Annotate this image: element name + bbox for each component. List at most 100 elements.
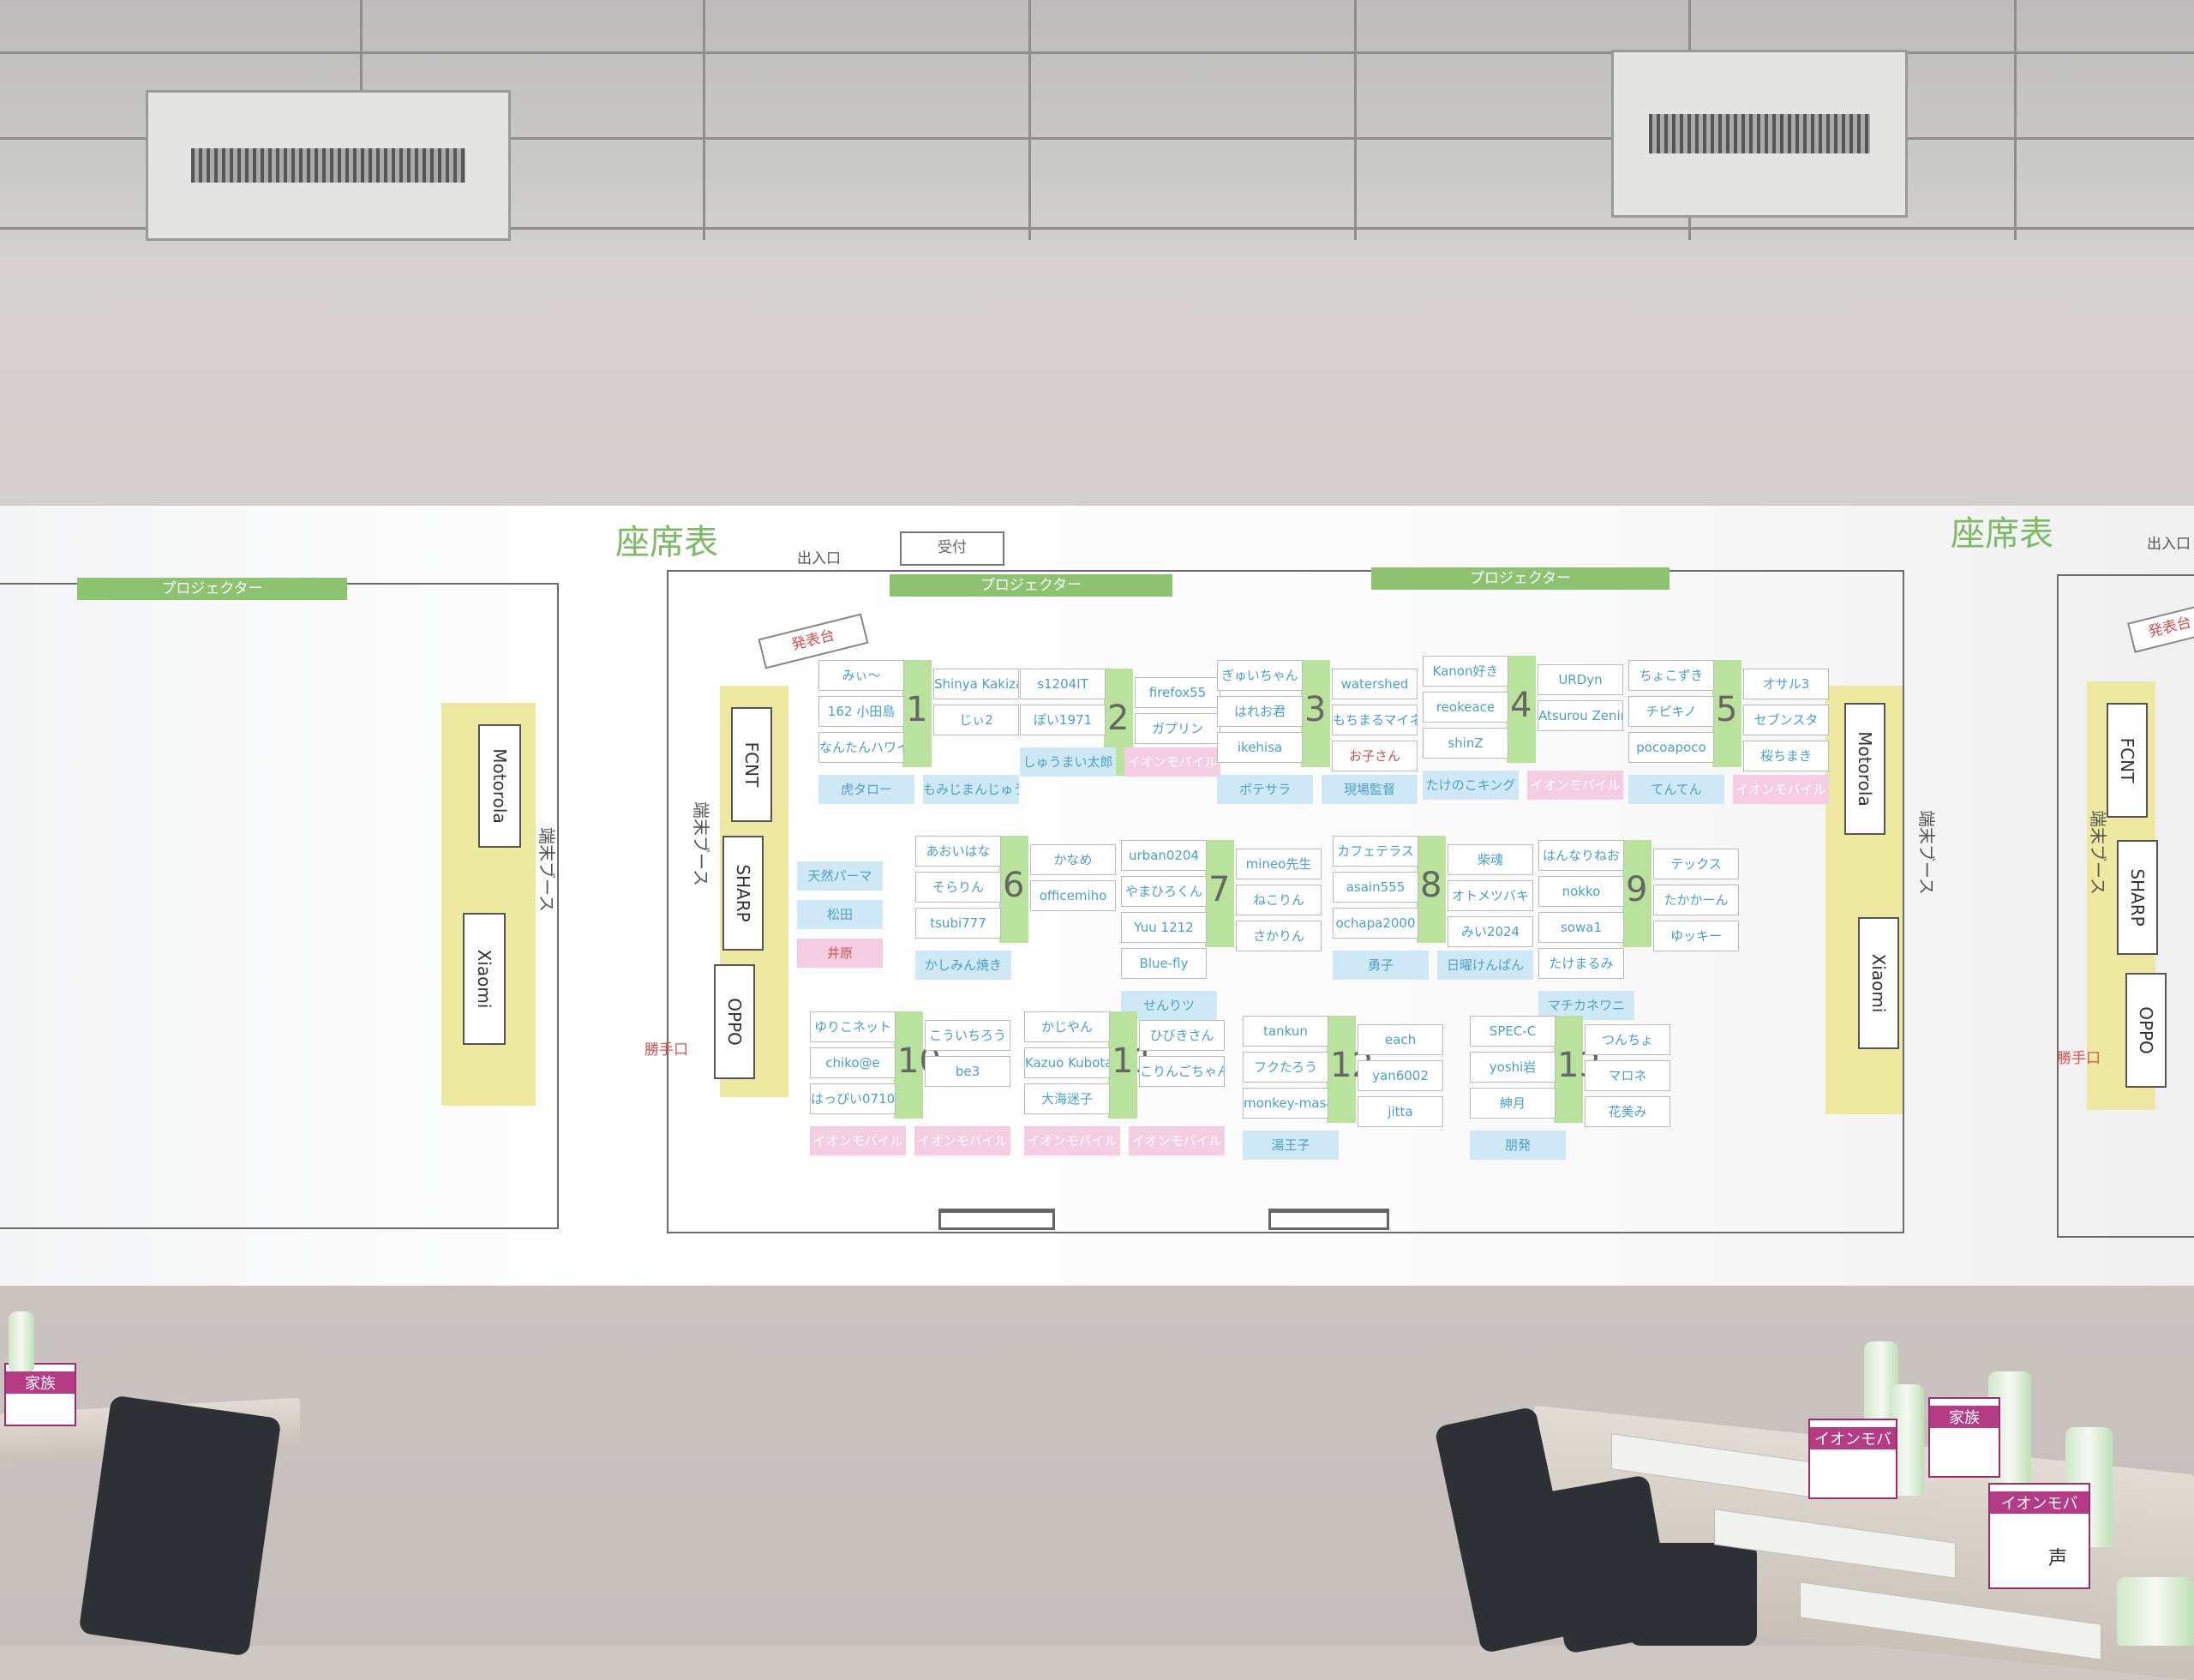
slide-title: 座席表 [1951,514,2053,554]
seat-name: reokeace [1423,692,1508,723]
table-surface [1712,660,1741,767]
seat-name: かなめ [1030,844,1116,875]
seat-name: 162 小田島 [818,696,904,727]
table-number: 5 [1716,690,1738,729]
carrier-box: SHARP [2117,840,2158,955]
seat-name: jitta [1358,1096,1443,1127]
seat-name: yoshi岩 [1470,1052,1556,1083]
seat-name: ガプリン [1135,713,1220,744]
seat-name: オトメツバキ [1448,880,1533,911]
seat-name: オサル3 [1743,669,1829,699]
seat-name: ひびきさん [1139,1020,1225,1051]
ceiling [0,0,2194,257]
table-number: 9 [1626,870,1648,909]
seat-tag: イオンモバイル [1024,1126,1120,1155]
table-number: 6 [1003,866,1025,905]
seat-tag: 湯王子 [1243,1131,1339,1160]
table-surface [1622,840,1651,947]
seat-tag: 虎タロー [818,775,914,804]
seat-name: ぎゅいちゃん [1217,660,1303,691]
carrier-box: FCNT [2107,703,2148,818]
seat-name: Kazuo Kubota [1024,1047,1110,1078]
seat-name: こういちろう [925,1020,1010,1051]
seat-name: ぽい1971 [1020,705,1106,735]
seat-tag: イオンモバイル [810,1126,906,1155]
seat-tag: イオンモバイル [1527,771,1623,800]
chair [78,1395,282,1657]
seat-name: たかかーん [1653,885,1739,915]
carrier-box: Xiaomi [1858,917,1899,1049]
seat-name: monkey-masa [1243,1088,1328,1119]
seat-name: URDyn [1538,664,1623,695]
entrance-label: 出入口 [2147,536,2191,553]
seat-name: SPEC-C [1470,1016,1556,1047]
seat-name: officemiho [1030,880,1116,911]
table-number: 7 [1208,870,1231,909]
carrier-box: OPPO [2125,973,2167,1088]
chair [1628,1543,1757,1646]
seat-name: マロネ [1585,1060,1670,1091]
ceiling-grid-line [2014,0,2017,240]
reception-box: 受付 [900,531,1004,566]
seat-name: たけまるみ [1538,948,1624,979]
air-vent [146,90,511,241]
seat-name: じぃ2 [933,705,1019,735]
seat-name: みぃ〜 [818,660,904,691]
seat-name: はんなりねお [1538,840,1624,871]
product-box: 家族 [1928,1397,2000,1478]
table-number: 1 [906,690,928,729]
slide-title: 座席表 [615,523,718,562]
carrier-box: OPPO [714,964,755,1079]
seat-name: ねこりん [1236,885,1322,915]
bottle [2117,1577,2194,1646]
seat-name: 柴魂 [1448,844,1533,875]
seat-name: テックス [1653,849,1739,879]
table-number: 4 [1510,686,1532,725]
seat-name: nokko [1538,876,1624,907]
seating-room-right [2057,574,2194,1238]
seat-name: お子さん [1332,741,1418,771]
seat-name: shinZ [1423,728,1508,759]
seat-name: かじやん [1024,1011,1110,1042]
carrier-box: Motorola [478,724,521,848]
seat-name: はれお君 [1217,696,1303,727]
seat-name: みい2024 [1448,916,1533,947]
seat-name: はっぴい0710 [810,1083,896,1114]
seat-name: そらりん [915,872,1001,903]
device-booth-label: 端末ブース [2088,810,2108,895]
seat-name: each [1358,1024,1443,1055]
ceiling-grid-line [0,137,2194,140]
seat-tag: かしみん焼き [915,951,1011,980]
ceiling-grid-line [1354,0,1357,240]
seat-name: ikehisa [1217,732,1303,763]
seat-name: yan6002 [1358,1060,1443,1091]
staff-tag: 松田 [797,900,883,929]
carrier-box: Xiaomi [463,913,506,1045]
seat-name: Shinya Kakizaki [933,669,1019,699]
seat-name: カフェテラス [1333,836,1418,867]
air-vent [1611,50,1908,218]
seat-tag: イオンモバイル [1124,747,1220,777]
table-number: 3 [1304,690,1327,729]
seat-name: もちまるマイネオ [1332,705,1418,735]
seat-name: あおいはな [915,836,1001,867]
back-door-label: 勝手口 [2057,1050,2101,1067]
projector-bar: プロジェクター [77,578,347,600]
seat-name: Blue-fly [1121,948,1207,979]
table-surface [1327,1016,1356,1123]
seat-name: urban0204 [1121,840,1207,871]
entrance-label: 出入口 [797,550,841,567]
bottle [9,1311,34,1371]
seat-tag: たけのこキング [1423,771,1519,800]
table-surface [1507,656,1536,763]
table-surface [1205,840,1234,947]
device-booth-label: 端末ブース [1916,810,1937,895]
product-box: イオンモバ [1988,1483,2090,1589]
seat-name: mineo先生 [1236,849,1322,879]
seat-tag: もみじまんじゅう [923,775,1019,804]
seat-name: chiko@e [810,1047,896,1078]
seat-name: ちょこずき [1628,660,1714,691]
seat-tag: イオンモバイル [914,1126,1010,1155]
seat-name: 紳月 [1470,1088,1556,1119]
seat-tag: マチカネワニ [1538,991,1634,1020]
